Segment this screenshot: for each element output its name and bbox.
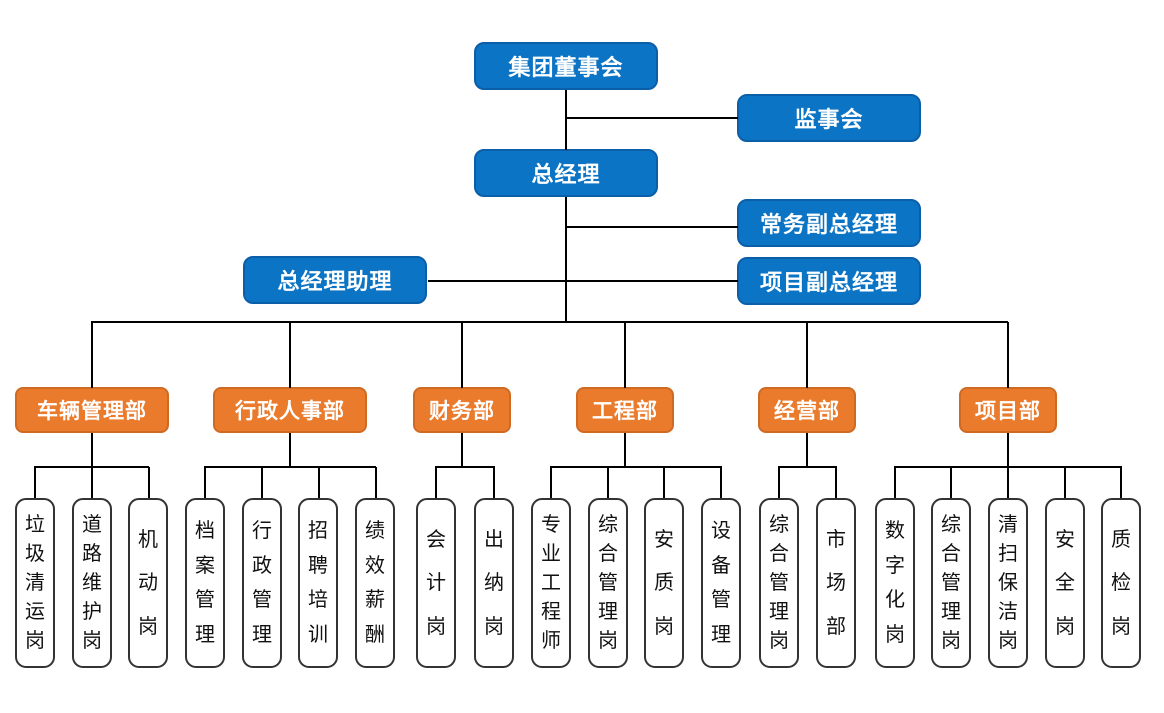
dept-engineering: 工程部 bbox=[576, 387, 674, 433]
connector-line bbox=[435, 467, 437, 498]
connector-line bbox=[435, 466, 495, 468]
position-box: 安全岗 bbox=[1045, 498, 1085, 668]
position-box: 数字化岗 bbox=[875, 498, 915, 668]
connector-line bbox=[461, 322, 463, 388]
position-box: 行政管理 bbox=[242, 498, 282, 668]
connector-line bbox=[550, 467, 552, 498]
connector-line bbox=[261, 467, 263, 498]
connector-line bbox=[1120, 467, 1122, 498]
connector-line bbox=[91, 322, 93, 388]
node-executive-deputy-gm: 常务副总经理 bbox=[737, 199, 921, 247]
position-box: 档案管理 bbox=[185, 498, 225, 668]
dept-project: 项目部 bbox=[959, 387, 1057, 433]
position-box: 安质岗 bbox=[644, 498, 684, 668]
connector-line bbox=[566, 226, 738, 228]
connector-line bbox=[566, 117, 738, 119]
position-box: 出纳岗 bbox=[474, 498, 514, 668]
dept-finance: 财务部 bbox=[413, 387, 511, 433]
connector-line bbox=[806, 322, 808, 388]
connector-line bbox=[950, 467, 952, 498]
connector-line bbox=[375, 467, 377, 498]
position-box: 市场部 bbox=[816, 498, 856, 668]
node-board-of-directors: 集团董事会 bbox=[474, 42, 658, 90]
connector-line bbox=[461, 433, 463, 467]
connector-line bbox=[1007, 322, 1009, 388]
position-box: 质检岗 bbox=[1101, 498, 1141, 668]
connector-line bbox=[806, 433, 808, 467]
connector-line bbox=[624, 433, 626, 467]
connector-line bbox=[1007, 433, 1009, 467]
connector-line bbox=[204, 467, 206, 498]
connector-line bbox=[428, 280, 738, 282]
connector-line bbox=[720, 467, 722, 498]
connector-line bbox=[894, 466, 1122, 468]
position-box: 道路维护岗 bbox=[72, 498, 112, 668]
connector-line bbox=[204, 466, 376, 468]
position-box: 综合管理岗 bbox=[759, 498, 799, 668]
connector-line bbox=[318, 467, 320, 498]
position-box: 设备管理 bbox=[701, 498, 741, 668]
connector-line bbox=[289, 322, 291, 388]
connector-line bbox=[91, 467, 93, 498]
connector-line bbox=[778, 467, 780, 498]
node-general-manager: 总经理 bbox=[474, 149, 658, 197]
connector-line bbox=[835, 467, 837, 498]
connector-line bbox=[34, 466, 149, 468]
dept-vehicle-management: 车辆管理部 bbox=[15, 387, 169, 433]
position-box: 专业工程师 bbox=[531, 498, 571, 668]
connector-line bbox=[1064, 467, 1066, 498]
connector-line bbox=[894, 467, 896, 498]
position-box: 垃圾清运岗 bbox=[15, 498, 55, 668]
position-box: 招聘培训 bbox=[298, 498, 338, 668]
connector-line bbox=[1007, 467, 1009, 498]
position-box: 会计岗 bbox=[416, 498, 456, 668]
connector-line bbox=[493, 467, 495, 498]
connector-line bbox=[607, 467, 609, 498]
connector-line bbox=[289, 433, 291, 467]
connector-line bbox=[91, 433, 93, 467]
node-supervisory-board: 监事会 bbox=[737, 94, 921, 142]
connector-line bbox=[148, 467, 150, 498]
position-box: 综合管理岗 bbox=[931, 498, 971, 668]
connector-line bbox=[550, 466, 722, 468]
connector-line bbox=[663, 467, 665, 498]
node-gm-assistant: 总经理助理 bbox=[243, 256, 427, 304]
connector-line bbox=[565, 197, 567, 322]
dept-admin-hr: 行政人事部 bbox=[213, 387, 367, 433]
position-box: 综合管理岗 bbox=[588, 498, 628, 668]
position-box: 清扫保洁岗 bbox=[988, 498, 1028, 668]
connector-line bbox=[91, 321, 1008, 323]
connector-line bbox=[565, 90, 567, 150]
position-box: 绩效薪酬 bbox=[355, 498, 395, 668]
position-box: 机动岗 bbox=[128, 498, 168, 668]
connector-line bbox=[34, 467, 36, 498]
dept-operations: 经营部 bbox=[758, 387, 856, 433]
connector-line bbox=[624, 322, 626, 388]
node-project-deputy-gm: 项目副总经理 bbox=[737, 257, 921, 305]
connector-line bbox=[778, 466, 837, 468]
